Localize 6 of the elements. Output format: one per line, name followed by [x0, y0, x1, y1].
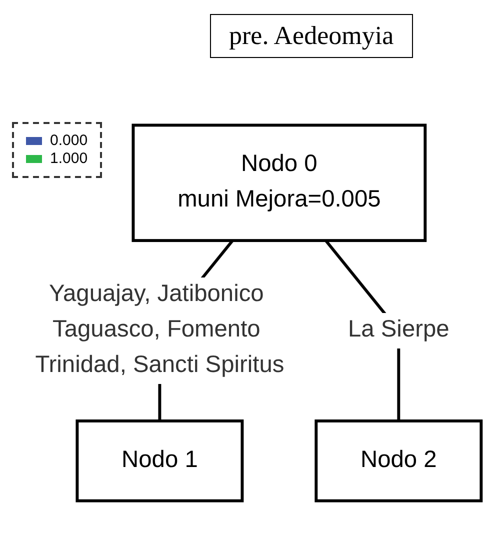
legend-label: 1.000	[50, 150, 88, 168]
node-box	[76, 419, 244, 502]
node-box	[314, 419, 483, 502]
title: pre. Aedeomyia	[210, 14, 413, 58]
node-box	[132, 124, 427, 242]
legend-label: 0.000	[50, 132, 88, 150]
